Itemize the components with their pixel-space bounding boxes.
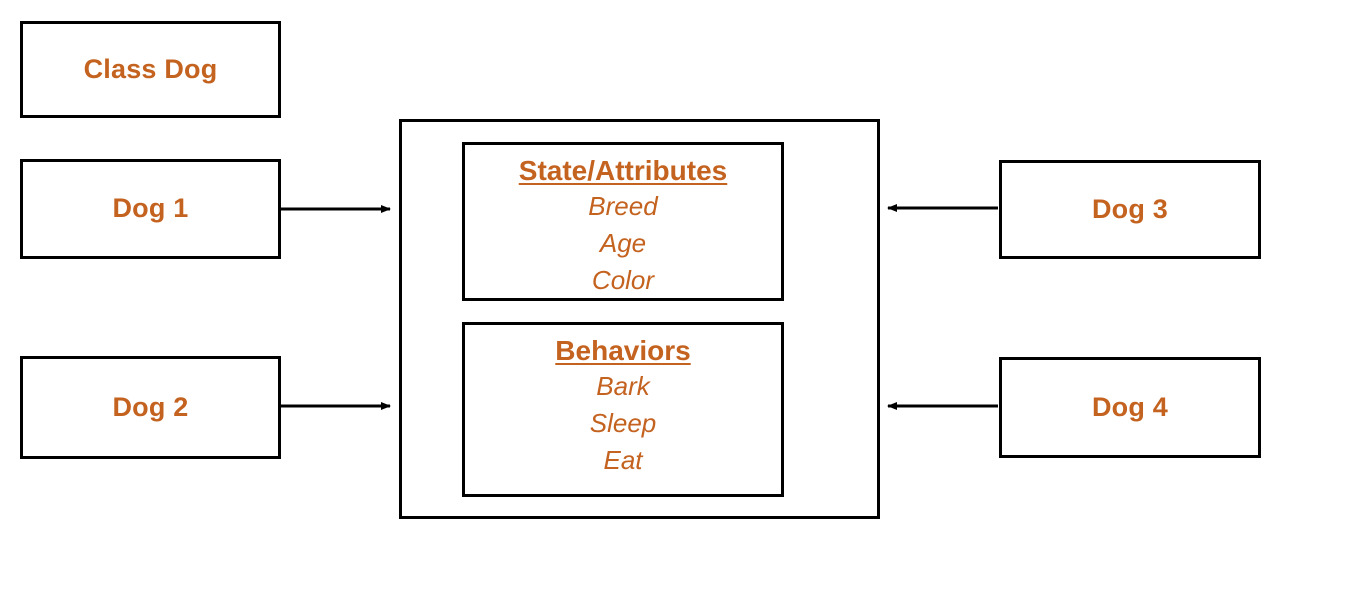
behavior-item-bark: Bark xyxy=(596,371,650,401)
instance-label-dog-3: Dog 3 xyxy=(1091,193,1168,224)
behavior-item-eat: Eat xyxy=(603,444,643,475)
state-attributes-title: State/Attributes xyxy=(518,155,728,186)
behavior-item-sleep: Sleep xyxy=(589,407,657,438)
instance-label-dog-1: Dog 1 xyxy=(112,193,189,224)
behaviors-title: Behaviors xyxy=(555,335,691,366)
instance-box-dog-4[interactable]: Dog 4 xyxy=(999,357,1261,458)
instance-label-dog-4: Dog 4 xyxy=(1091,391,1168,422)
behaviors-box[interactable]: Behaviors Bark Sleep Eat xyxy=(462,322,784,497)
state-attribute-item-age: Age xyxy=(599,227,647,258)
state-attribute-item-color: Color xyxy=(591,264,655,295)
class-dog-box[interactable]: Class Dog xyxy=(20,21,281,118)
state-attribute-item-breed: Breed xyxy=(588,191,658,221)
state-attributes-box[interactable]: State/Attributes Breed Age Color xyxy=(462,142,784,301)
instance-box-dog-3[interactable]: Dog 3 xyxy=(999,160,1261,259)
instance-label-dog-2: Dog 2 xyxy=(112,391,189,422)
class-body-container: State/Attributes Breed Age Color Behavio… xyxy=(399,119,880,519)
instance-box-dog-2[interactable]: Dog 2 xyxy=(20,356,281,459)
class-dog-label: Class Dog xyxy=(83,53,218,84)
instance-box-dog-1[interactable]: Dog 1 xyxy=(20,159,281,259)
